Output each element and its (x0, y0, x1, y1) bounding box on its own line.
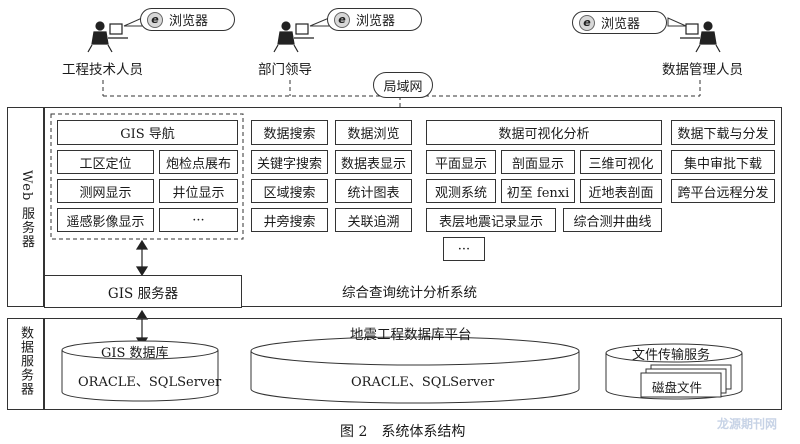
watermark: 龙源期刊网 (717, 417, 778, 431)
lan-cloud: 局域网 (373, 72, 433, 98)
browse-item: 数据浏览 (335, 120, 412, 145)
main-db-content: ORACLE、SQLServer (351, 375, 495, 390)
browse-item: 数据表显示 (335, 150, 412, 174)
user-label-engineer: 工程技术人员 (62, 62, 143, 78)
visual-item: ··· (443, 237, 485, 261)
ie-browser-icon: e (147, 11, 163, 28)
visual-item: 近地表剖面 (580, 179, 662, 203)
download-item: 跨平台远程分发 (671, 179, 775, 203)
visual-item: 三维可视化 (580, 150, 662, 174)
ie-browser-icon: e (334, 11, 350, 28)
browse-item: 统计图表 (335, 179, 412, 203)
data-server-panel (44, 318, 782, 410)
user-label-data-admin: 数据管理人员 (662, 62, 743, 78)
visual-item: 初至 fenxi (501, 179, 575, 203)
gis-nav-item: 测网显示 (57, 179, 154, 203)
search-item: 井旁搜索 (251, 208, 328, 232)
visual-title: 数据可视化分析 (426, 120, 662, 145)
lan-label: 局域网 (383, 79, 423, 95)
ie-browser-icon: e (579, 14, 595, 31)
gis-db-content: ORACLE、SQLServer (78, 375, 222, 390)
gis-db-title: GIS 数据库 (101, 346, 169, 361)
figure-caption: 图 2 系统体系结构 (340, 424, 466, 440)
visual-item: 剖面显示 (501, 150, 575, 174)
browser-label: 浏览器 (356, 14, 396, 29)
search-item: 关键字搜索 (251, 150, 328, 174)
gis-nav-item: 井位显示 (159, 179, 238, 203)
browser-label: 浏览器 (169, 14, 209, 29)
computer-user-icon (680, 21, 721, 53)
web-server-label-box (7, 107, 44, 307)
gis-server-box: GIS 服务器 (44, 275, 242, 308)
computer-user-icon (273, 21, 314, 53)
browser-bubble-data-admin: e 浏览器 (572, 11, 667, 34)
search-item: 数据搜索 (251, 120, 328, 145)
web-server-panel (44, 107, 782, 307)
visual-item: 表层地震记录显示 (426, 208, 556, 232)
gis-nav-title: GIS 导航 (57, 120, 238, 145)
browse-item: 关联追溯 (335, 208, 412, 232)
gis-nav-item: 遥感影像显示 (57, 208, 154, 232)
visual-item: 综合测井曲线 (563, 208, 662, 232)
visual-item: 平面显示 (426, 150, 496, 174)
web-server-label: Web 服务器 (19, 170, 34, 249)
data-server-label-box (7, 318, 44, 410)
data-server-label: 数据服务器 (18, 326, 33, 396)
disk-file-label: 磁盘文件 (652, 380, 703, 395)
gis-nav-item: 工区定位 (57, 150, 154, 174)
computer-user-icon (87, 21, 128, 53)
download-item: 数据下载与分发 (671, 120, 775, 145)
file-service-title: 文件传输服务 (632, 348, 711, 363)
browser-bubble-engineer: e 浏览器 (140, 8, 235, 31)
gis-nav-item: ··· (159, 208, 238, 232)
user-label-leader: 部门领导 (258, 62, 312, 78)
browser-bubble-leader: e 浏览器 (327, 8, 422, 31)
gis-nav-item: 炮检点展布 (159, 150, 238, 174)
search-item: 区域搜索 (251, 179, 328, 203)
platform-label: 地震工程数据库平台 (350, 327, 472, 343)
visual-item: 观测系统 (426, 179, 496, 203)
browser-label: 浏览器 (601, 17, 641, 32)
download-item: 集中审批下载 (671, 150, 775, 174)
system-label: 综合查询统计分析系统 (342, 285, 477, 301)
